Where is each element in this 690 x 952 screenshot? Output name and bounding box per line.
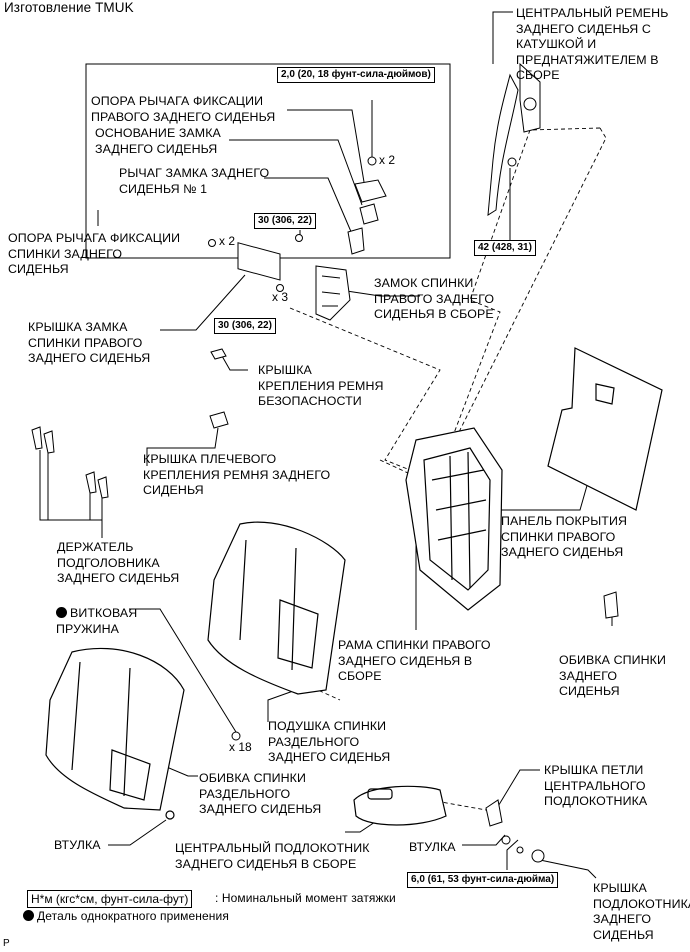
anchor-cover-part bbox=[210, 348, 227, 360]
armrest-cover-part bbox=[531, 849, 545, 863]
label-cover-panel: ПАНЕЛЬ ПОКРЫТИЯ СПИНКИ ПРАВОГО ЗАДНЕГО С… bbox=[501, 514, 628, 559]
headrest-holders bbox=[31, 426, 109, 499]
split-cover-part bbox=[45, 647, 185, 820]
label-seatback-lock-assy: ЗАМОК СПИНКИ ПРАВОГО ЗАДНЕГО СИДЕНЬЯ В С… bbox=[374, 276, 495, 321]
bolt-support-rh bbox=[367, 156, 377, 166]
label-lock-base: ОСНОВАНИЕ ЗАМКА ЗАДНЕГО СИДЕНЬЯ bbox=[95, 126, 221, 156]
bolt-left bbox=[208, 239, 216, 247]
torque-box-belt: 42 (428, 31) bbox=[474, 240, 536, 256]
leader-split-pad bbox=[267, 689, 297, 722]
footer-mark: P bbox=[3, 938, 10, 949]
label-lock-lever-support-back: ОПОРА РЫЧАГА ФИКСАЦИИ СПИНКИ ЗАДНЕГО СИД… bbox=[8, 231, 181, 276]
label-center-belt: ЦЕНТРАЛЬНЫЙ РЕМЕНЬ ЗАДНЕГО СИДЕНЬЯ С КАТ… bbox=[516, 6, 669, 82]
leader-t5 bbox=[506, 839, 519, 870]
label-center-armrest: ЦЕНТРАЛЬНЫЙ ПОДЛОКОТНИК ЗАДНЕГО СИДЕНЬЯ … bbox=[175, 841, 370, 871]
label-frame: РАМА СПИНКИ ПРАВОГО ЗАДНЕГО СИДЕНЬЯ В СБ… bbox=[338, 638, 491, 683]
leader-anchor-cover bbox=[221, 355, 248, 371]
torque-box-support: 2,0 (20, 18 фунт-сила-дюймов) bbox=[277, 67, 435, 83]
label-belt-anchor-cover: КРЫШКА КРЕПЛЕНИЯ РЕМНЯ БЕЗОПАСНОСТИ bbox=[258, 363, 384, 408]
label-bushing-left: ВТУЛКА bbox=[54, 838, 101, 852]
back-cover-right-part bbox=[603, 591, 619, 619]
label-lock-lever-support-rh: ОПОРА РЫЧАГА ФИКСАЦИИ ПРАВОГО ЗАДНЕГО СИ… bbox=[91, 94, 276, 124]
single-use-mark-icon bbox=[23, 910, 34, 921]
qty-x2-left: x 2 bbox=[219, 234, 236, 248]
split-pad-part bbox=[207, 521, 346, 695]
label-headrest-holder: ДЕРЖАТЕЛЬ ПОДГОЛОВНИКА ЗАДНЕГО СИДЕНЬЯ bbox=[57, 540, 180, 585]
label-back-cover-right: ОБИВКА СПИНКИ ЗАДНЕГО СИДЕНЬЯ bbox=[559, 653, 666, 698]
label-armrest-hinge-cover: КРЫШКА ПЕТЛИ ЦЕНТРАЛЬНОГО ПОДЛОКОТНИКА bbox=[544, 763, 648, 808]
shoulder-cover-part bbox=[209, 411, 229, 429]
leader-armrest-cover bbox=[539, 859, 597, 879]
leader-support-rh bbox=[287, 109, 365, 183]
single-use-mark-icon bbox=[56, 607, 67, 618]
bushing-right-part bbox=[501, 835, 511, 845]
torque-box-lock-bottom: 30 (306, 22) bbox=[214, 318, 276, 334]
leader-lock-base bbox=[229, 139, 363, 206]
center-armrest-part bbox=[353, 785, 447, 826]
cover-panel-part bbox=[547, 347, 663, 511]
leader-coil-spring bbox=[129, 608, 237, 733]
center-belt-assembly bbox=[487, 62, 541, 216]
support-rh-part bbox=[354, 179, 387, 203]
lever-no1-part bbox=[347, 227, 365, 255]
qty-x2-top: x 2 bbox=[379, 153, 396, 167]
leader-lever-no1 bbox=[264, 177, 353, 235]
leader-shoulder-cover bbox=[146, 427, 219, 466]
legend-single-use: Деталь однократного применения bbox=[23, 909, 229, 925]
seatback-frame bbox=[405, 427, 503, 611]
label-split-pad: ПОДУШКА СПИНКИ РАЗДЕЛЬНОГО ЗАДНЕГО СИДЕН… bbox=[268, 719, 391, 764]
label-split-cover: ОБИВКА СПИНКИ РАЗДЕЛЬНОГО ЗАДНЕГО СИДЕНЬ… bbox=[199, 771, 322, 816]
coil-spring-part bbox=[231, 731, 241, 741]
label-seatback-lock-cover: КРЫШКА ЗАМКА СПИНКИ ПРАВОГО ЗАДНЕГО СИДЕ… bbox=[28, 320, 151, 365]
qty-x3: x 3 bbox=[272, 290, 289, 304]
torque-box-armrest: 6,0 (61, 53 фунт-сила-дюйма) bbox=[407, 872, 559, 888]
label-lock-lever-no1: РЫЧАГ ЗАМКА ЗАДНЕГО СИДЕНЬЯ № 1 bbox=[119, 166, 270, 196]
leader-headrest bbox=[39, 450, 103, 521]
leader-lock-cover bbox=[160, 274, 246, 331]
label-shoulder-belt-cover: КРЫШКА ПЛЕЧЕВОГО КРЕПЛЕНИЯ РЕМНЯ ЗАДНЕГО… bbox=[143, 452, 331, 497]
lock-cover-part bbox=[237, 242, 281, 281]
bolt-top bbox=[295, 234, 303, 242]
leader-hinge-cover bbox=[496, 769, 540, 809]
legend-torque-box: Н*м (кгс*см, фунт-сила-фут) bbox=[27, 890, 193, 908]
leader-bushing-left bbox=[108, 819, 167, 846]
leader-lock-assy bbox=[339, 289, 420, 297]
leader-belt bbox=[492, 11, 513, 64]
torque-box-lock-top: 30 (306, 22) bbox=[254, 213, 316, 229]
page-title: Изготовление TMUK bbox=[4, 0, 134, 15]
lock-base-part bbox=[359, 203, 379, 225]
hinge-cover-part bbox=[485, 799, 503, 827]
legend-torque-text: : Номинальный момент затяжки bbox=[215, 891, 396, 905]
label-armrest-cover: КРЫШКА ПОДЛОКОТНИКА ЗАДНЕГО СИДЕНЬЯ bbox=[593, 881, 690, 942]
qty-x18: x 18 bbox=[229, 740, 252, 754]
label-bushing-right: ВТУЛКА bbox=[409, 840, 456, 854]
leader-bushing-right bbox=[462, 834, 506, 846]
bolt-t5 bbox=[516, 846, 524, 854]
bolt-x3 bbox=[276, 284, 284, 292]
label-coil-spring: ВИТКОВАЯ ПРУЖИНА bbox=[56, 606, 138, 636]
